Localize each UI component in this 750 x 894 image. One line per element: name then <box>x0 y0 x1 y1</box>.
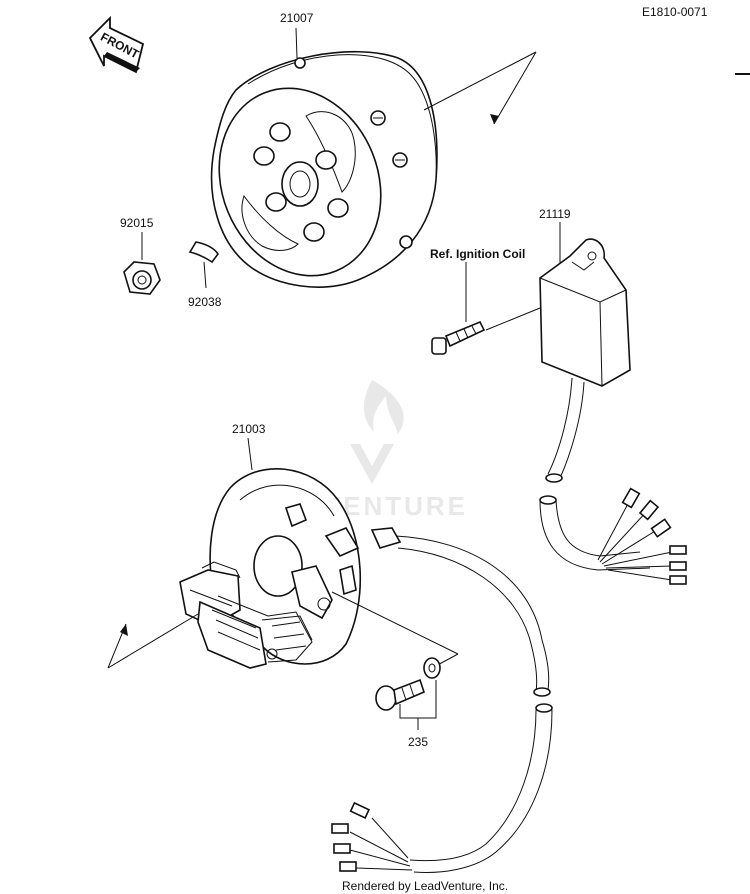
screw-label: 235 <box>408 735 428 749</box>
flywheel-label: 21007 <box>280 11 314 25</box>
key-label: 92038 <box>188 295 222 309</box>
stator-label: 21003 <box>232 422 266 436</box>
footer-credit: Rendered by LeadVenture, Inc. <box>342 879 508 893</box>
ignition-unit-part <box>539 238 631 387</box>
nut-label: 92015 <box>120 216 154 230</box>
flywheel-part <box>210 27 438 288</box>
nut-part <box>123 261 161 295</box>
ref-ignition-coil-label: Ref. Ignition Coil <box>430 247 525 261</box>
screw-washer-part <box>375 657 441 711</box>
woodruff-key-part <box>188 241 219 264</box>
mounting-bolt-part <box>431 320 486 355</box>
ignition-unit-label: 21119 <box>539 207 571 221</box>
diagram-code: E1810-0071 <box>642 5 708 19</box>
stator-lead-harness <box>331 535 553 873</box>
ignition-connector-harness <box>539 487 687 585</box>
front-arrow-icon: FRONT <box>88 15 145 74</box>
stator-part <box>179 468 402 669</box>
